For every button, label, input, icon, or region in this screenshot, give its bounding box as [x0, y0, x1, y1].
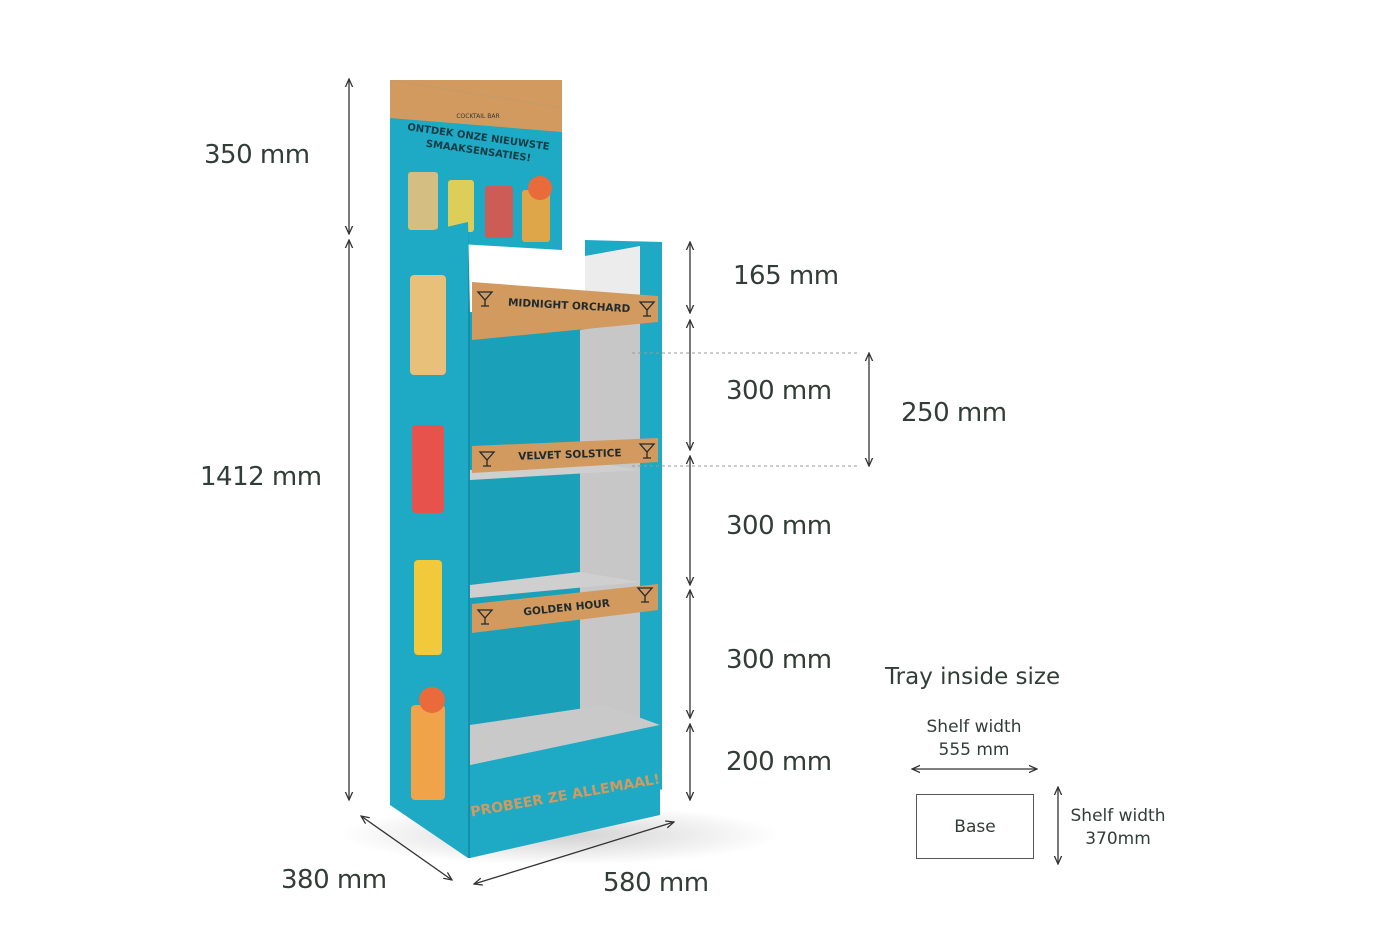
dim-label-shelf-3: 300 mm [726, 645, 832, 675]
drink-glass-icon [412, 425, 444, 513]
left-side-panel [390, 222, 468, 858]
dim-label-shelf-1: 300 mm [726, 376, 832, 406]
tray-base-box: Base [916, 794, 1034, 859]
tray-width-block: Shelf width 555 mm [914, 716, 1034, 762]
drink-glass-icon [414, 560, 442, 655]
header-brand: COCKTAIL BAR [456, 113, 499, 120]
tray-depth-block: Shelf width 370mm [1066, 805, 1170, 851]
tray-width-label: Shelf width [926, 717, 1022, 737]
interior-grey-divider [580, 320, 640, 740]
dim-label-base: 200 mm [726, 747, 832, 777]
base-tray [470, 705, 660, 765]
dim-label-header: 350 mm [204, 140, 310, 170]
shelf-front-3: GOLDEN HOUR [472, 584, 658, 633]
dim-arrow-width [474, 822, 674, 884]
martini-icon [476, 291, 494, 307]
dim-label-shelf-2: 300 mm [726, 511, 832, 541]
tray-title: Tray inside size [885, 664, 1061, 690]
tray-depth-label: Shelf width [1070, 806, 1166, 826]
drink-glass-icon [485, 186, 513, 238]
dim-label-usable: 250 mm [901, 398, 1007, 428]
martini-icon [476, 609, 494, 625]
martini-icon [636, 587, 654, 603]
martini-icon [638, 301, 656, 317]
martini-icon [478, 451, 496, 467]
header-board: COCKTAIL BAR ONTDEK ONZE NIEUWSTE SMAAKS… [390, 80, 562, 250]
shelf-surface [470, 572, 640, 598]
drink-glass-icon [410, 275, 446, 375]
orange-slice-icon [419, 687, 445, 713]
drink-glass-icon [408, 172, 438, 230]
drink-glass-icon [522, 190, 550, 242]
shelf-front-1: MIDNIGHT ORCHARD [472, 282, 658, 340]
drink-glass-icon [448, 180, 474, 232]
dim-label-body: 1412 mm [200, 462, 322, 492]
orange-slice-icon [528, 176, 552, 200]
dim-label-width: 580 mm [603, 868, 709, 898]
dim-label-top-gap: 165 mm [733, 261, 839, 291]
shelf-label-2: VELVET SOLSTICE [518, 447, 622, 463]
tray-base-label: Base [954, 816, 996, 837]
martini-icon [638, 443, 656, 459]
tray-width-value: 555 mm [938, 740, 1010, 760]
dim-arrow-depth [361, 816, 452, 880]
dim-label-depth: 380 mm [281, 865, 387, 895]
tray-depth-value: 370mm [1085, 829, 1151, 849]
shelf-front-2: VELVET SOLSTICE [472, 438, 658, 473]
drink-glass-icon [411, 705, 445, 800]
